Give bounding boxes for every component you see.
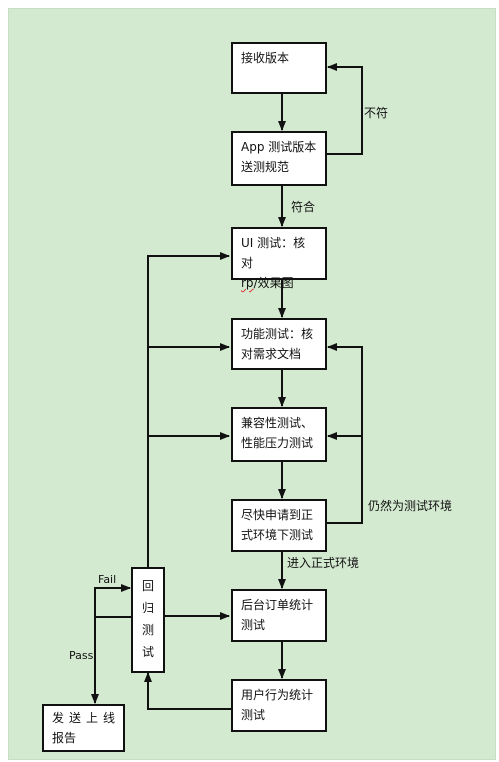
box-apply-prod-env: 尽快申请到正 式环境下测试: [231, 499, 327, 552]
edge-label-match: 符合: [291, 200, 316, 214]
box-regression-test: 回 归 测 试: [131, 567, 165, 673]
edge-label-fail: Fail: [98, 573, 117, 586]
box-send-report-line2: 报告: [52, 731, 77, 745]
arrow-pass-to-report: [91, 616, 132, 704]
box-function-test-line1: 功能测试：核: [241, 327, 314, 341]
box-ui-test-line2: /效果图: [253, 276, 294, 290]
box-regression-char-2: 归: [141, 601, 154, 615]
box-function-test-line2: 对需求文档: [241, 347, 302, 361]
edge-label-enter-prod-env: 进入正式环境: [287, 556, 360, 570]
arrow-behavior-to-regression: [144, 672, 231, 710]
box-ui-test-rp: rp: [241, 276, 254, 290]
box-function-test: 功能测试：核 对需求文档: [231, 318, 327, 370]
box-receive-version: 接收版本: [231, 42, 327, 94]
box-compatibility-test-line1: 兼容性测试、: [241, 416, 314, 430]
box-ui-test: UI 测试：核对 rp/效果图: [231, 227, 327, 290]
box-apply-prod-env-line1: 尽快申请到正: [241, 508, 314, 522]
edge-label-pass: Pass: [69, 649, 94, 662]
arrow-mismatch-loop: [326, 63, 363, 155]
edge-label-mismatch: 不符: [364, 106, 389, 120]
box-ui-test-line1: UI 测试：核对: [241, 236, 306, 270]
edge-label-still-test-env: 仍然为测试环境: [368, 499, 453, 513]
box-send-report: 发送上线 报告: [42, 704, 125, 752]
box-user-behavior-stats-line2: 测试: [241, 708, 266, 722]
arrow-regression-to-ui: [147, 252, 230, 568]
box-compatibility-test: 兼容性测试、 性能压力测试: [231, 407, 327, 462]
box-send-report-line1: 发送上线: [52, 711, 115, 725]
arrow-fail-loop: [94, 584, 131, 617]
box-user-behavior-stats-line1: 用户行为统计: [241, 688, 314, 702]
box-backend-order-stats-line1: 后台订单统计: [241, 598, 314, 612]
box-compatibility-test-line2: 性能压力测试: [241, 436, 314, 450]
box-regression-char-3: 测: [141, 623, 154, 637]
box-apply-prod-env-line2: 式环境下测试: [241, 528, 314, 542]
box-user-behavior-stats: 用户行为统计 测试: [231, 679, 327, 732]
box-app-spec: App 测试版本 送测规范: [231, 131, 327, 186]
box-app-spec-line1: App 测试版本: [241, 140, 317, 154]
box-receive-version-label: 接收版本: [241, 51, 290, 65]
box-app-spec-line2: 送测规范: [241, 160, 290, 174]
box-backend-order-stats: 后台订单统计 测试: [231, 589, 327, 642]
box-regression-char-4: 试: [141, 645, 154, 659]
box-regression-char-1: 回: [141, 579, 154, 593]
box-backend-order-stats-line2: 测试: [241, 618, 266, 632]
